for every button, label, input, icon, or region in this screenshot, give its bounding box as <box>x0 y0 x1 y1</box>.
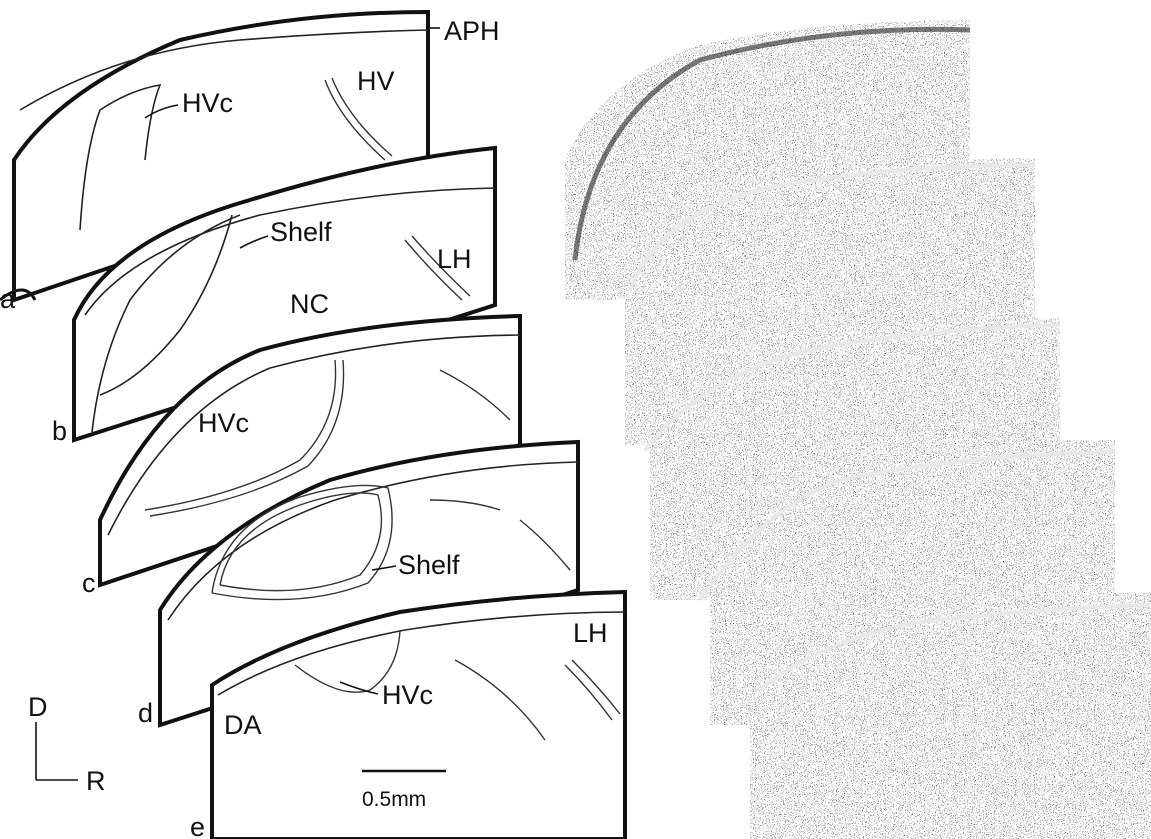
label-lh-e: LH <box>573 618 608 648</box>
scale-bar-label: 0.5mm <box>362 788 426 811</box>
panel-letter-a: a <box>0 284 16 314</box>
label-hv: HV <box>357 66 395 96</box>
orientation-label-r: R <box>86 766 106 796</box>
label-shelf-b: Shelf <box>270 217 332 247</box>
label-nc: NC <box>290 289 329 319</box>
label-hvc-a: HVc <box>182 88 233 118</box>
panel-letter-d: d <box>138 698 153 728</box>
orientation-marker <box>36 722 78 780</box>
label-aph: APH <box>444 16 500 46</box>
label-da: DA <box>224 710 262 740</box>
panel-letter-e: e <box>190 812 205 839</box>
panel-letter-b: b <box>52 416 67 446</box>
label-hvc-e: HVc <box>382 680 433 710</box>
photomicrograph-stack <box>560 15 1151 839</box>
panel-letter-c: c <box>82 568 96 598</box>
orientation-label-d: D <box>28 692 48 722</box>
label-shelf-d: Shelf <box>398 550 460 580</box>
label-hvc-c: HVc <box>198 408 249 438</box>
label-lh-b: LH <box>437 244 472 274</box>
